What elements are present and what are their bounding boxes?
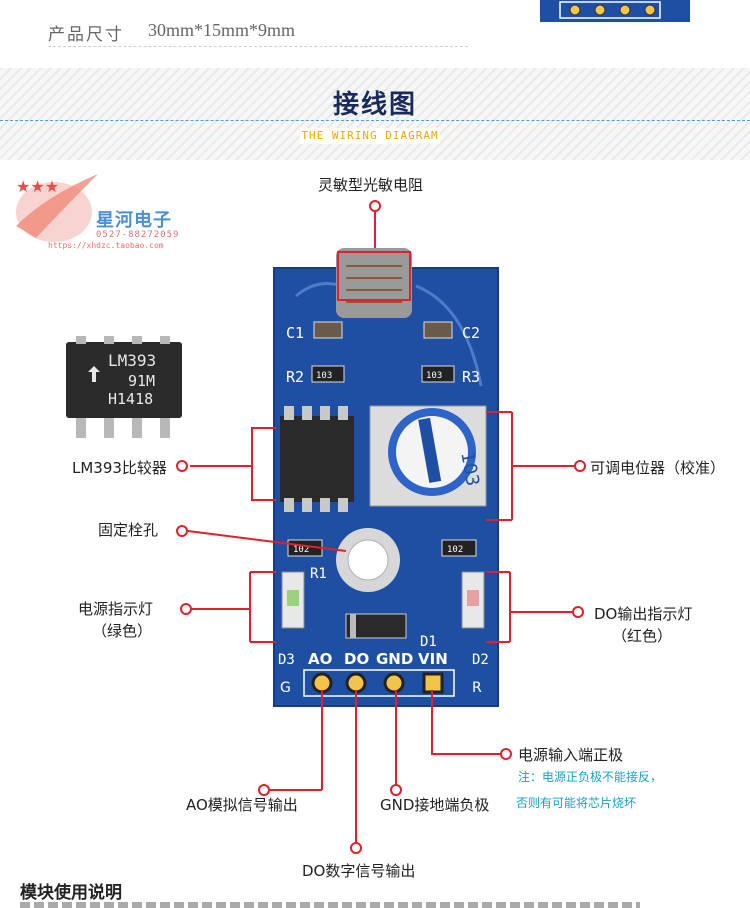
- bottom-mark-left: G: [280, 680, 291, 696]
- pin-label-do: DO: [344, 650, 369, 668]
- section-title: 接线图: [332, 90, 417, 120]
- label-lm393: LM393比较器: [72, 459, 167, 477]
- bottom-mark-right: R: [472, 680, 482, 696]
- resistor-code-r3: 103: [426, 371, 442, 381]
- spec-label: 产品尺寸: [48, 25, 124, 45]
- note-line1: 注：电源正负极不能接反，: [518, 770, 663, 784]
- spec-row: 产品尺寸 30mm*15mm*9mm: [48, 18, 468, 47]
- designator-c1: C1: [286, 324, 304, 342]
- spec-value: 30mm*15mm*9mm: [148, 20, 296, 40]
- designator-c2: C2: [462, 324, 480, 342]
- sensor-board-image: C1 C2 103 103 R2 R3 103 102 102 R1 D3 D1…: [273, 248, 499, 707]
- label-gnd: GND接地端负极: [380, 796, 490, 814]
- label-ao: AO模拟信号输出: [186, 796, 298, 814]
- chip-line3: H1418: [108, 390, 153, 408]
- board-fragment-image: [540, 0, 690, 22]
- designator-r3: R3: [462, 368, 480, 386]
- pin-label-gnd: GND: [376, 650, 413, 668]
- label-power-led-color: （绿色）: [92, 622, 153, 640]
- label-pot: 可调电位器（校准）: [590, 459, 726, 477]
- resistor-code-r4: 102: [447, 545, 463, 555]
- resistor-code-r1: 102: [293, 545, 309, 555]
- label-vin: 电源输入端正极: [518, 746, 624, 764]
- designator-r2: R2: [286, 368, 304, 386]
- section-header-band: [0, 68, 750, 160]
- label-power-led: 电源指示灯: [78, 600, 154, 618]
- brand-logo-icon: ★★★: [16, 174, 98, 242]
- pin-label-vin: VIN: [418, 650, 448, 668]
- board-chip: [280, 416, 354, 502]
- cut-off-text-line: [20, 902, 640, 908]
- pin-label-ao: AO: [308, 650, 332, 668]
- ti-logo-icon: [88, 366, 100, 382]
- resistor-code-r2: 103: [316, 371, 332, 381]
- designator-d1: D1: [420, 634, 437, 650]
- label-do: DO数字信号输出: [302, 862, 416, 880]
- chip-line2: 91M: [128, 372, 155, 390]
- section-subtitle: THE WIRING DIAGRAM: [300, 128, 440, 144]
- brand-url: https://xhdzc.taobao.com: [48, 241, 164, 250]
- brand-name: 星河电子: [96, 210, 172, 231]
- brand-phone: 0527-88272059: [96, 230, 180, 240]
- label-do-led: DO输出指示灯: [594, 605, 693, 623]
- lm393-chip-image: LM393 91M H1418: [66, 336, 182, 438]
- label-ldr: 灵敏型光敏电阻: [318, 176, 424, 194]
- usage-section-title: 模块使用说明: [20, 883, 122, 903]
- svg-text:★★★: ★★★: [16, 177, 59, 196]
- label-hole: 固定栓孔: [98, 521, 159, 539]
- chip-line1: LM393: [108, 351, 156, 370]
- designator-r1: R1: [310, 566, 327, 582]
- section-divider: [0, 120, 750, 121]
- label-do-led-color: （红色）: [612, 627, 673, 645]
- note-line2: 否则有可能将芯片烧坏: [516, 796, 637, 810]
- designator-d2: D2: [472, 652, 489, 668]
- designator-d3: D3: [278, 652, 295, 668]
